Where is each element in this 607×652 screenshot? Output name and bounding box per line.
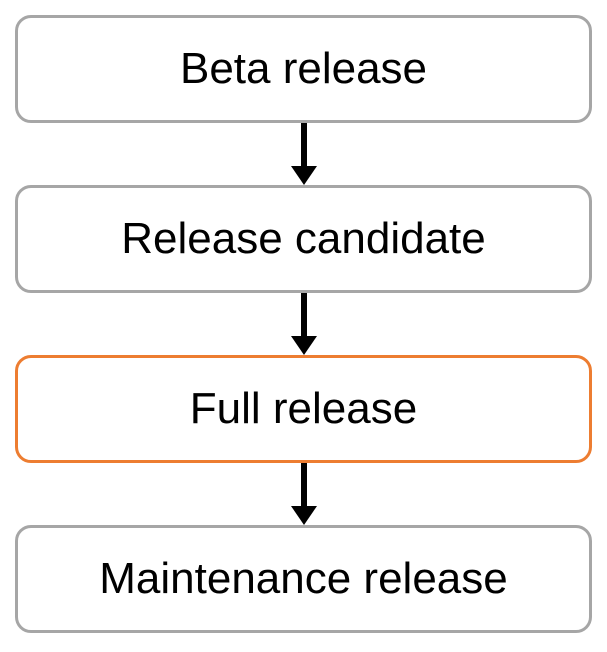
arrow-shaft: [300, 293, 307, 336]
node-release-candidate: Release candidate: [15, 185, 592, 293]
arrow-shaft: [300, 123, 307, 166]
release-lifecycle-flowchart: Beta release Release candidate Full rele…: [15, 15, 592, 633]
arrow-down-icon: [290, 293, 317, 355]
arrow-head: [290, 166, 317, 185]
arrow-down-icon: [290, 463, 317, 525]
node-beta-release: Beta release: [15, 15, 592, 123]
arrow-shaft: [300, 463, 307, 506]
arrow-head: [290, 506, 317, 525]
arrow-down-icon: [290, 123, 317, 185]
node-full-release: Full release: [15, 355, 592, 463]
arrow-head: [290, 336, 317, 355]
node-maintenance-release: Maintenance release: [15, 525, 592, 633]
